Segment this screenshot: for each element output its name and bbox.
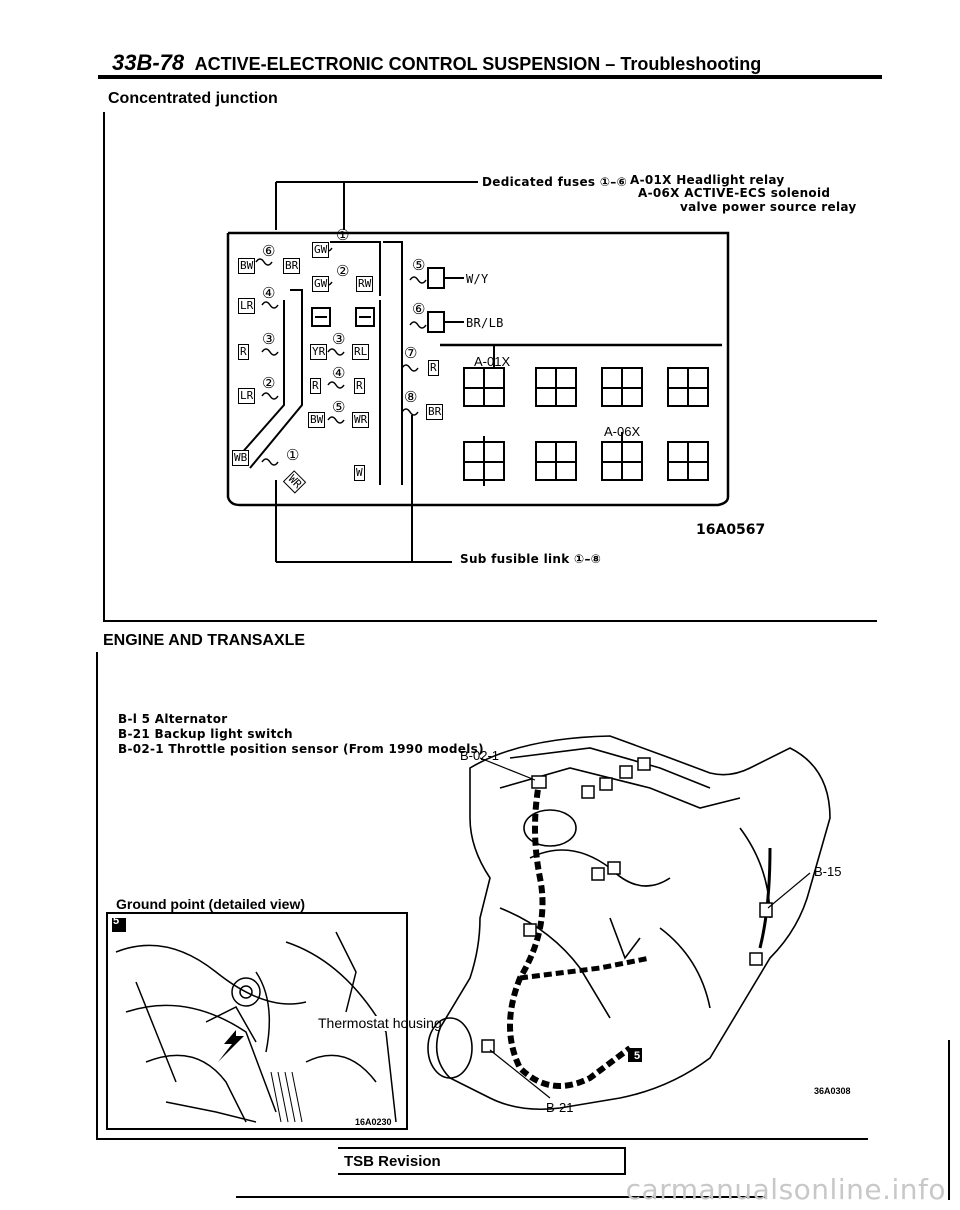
marker-5-icon	[112, 918, 126, 932]
fuse-6-number: ⑥	[412, 301, 426, 318]
connector-5-left-tag: BW	[308, 412, 326, 428]
connector-3b-right-tag: RL	[352, 344, 370, 360]
engine-section-title: ENGINE AND TRANSAXLE	[103, 632, 306, 649]
engine-figure-code: 36A0308	[814, 1086, 851, 1096]
connector-7-left-tag: R	[428, 360, 439, 376]
callout-dedicated-fuses: Dedicated fuses ①–⑥	[482, 175, 628, 189]
engine-detail-2	[499, 907, 611, 1019]
legend-b021: B-02-1 Throttle position sensor (From 19…	[118, 742, 484, 756]
junction-box-outline	[226, 233, 730, 507]
relay-a06x-label: A-06X	[604, 424, 641, 439]
wire-label-brlb: BR/LB	[466, 316, 504, 330]
callout-a06x-power-relay: valve power source relay	[680, 200, 857, 214]
junction-box-outline-top	[228, 231, 730, 497]
bus-bar-3	[249, 289, 303, 469]
connector-4-number: ④	[262, 285, 276, 302]
connector-6-right-tag: BR	[283, 258, 301, 274]
bus-bar-1	[330, 241, 381, 296]
bus-bar-2	[383, 241, 403, 485]
engine-left-rule	[96, 652, 98, 1138]
wire-label-wy: W/Y	[466, 272, 489, 286]
connector-2-left-tag: GW	[312, 276, 330, 292]
legend-b21: B-21 Backup light switch	[118, 727, 293, 741]
engine-outline	[435, 735, 831, 1111]
junction-figure-code: 16A0567	[696, 522, 766, 538]
relay-row-2	[463, 436, 709, 486]
connector-3b-number: ③	[332, 331, 346, 348]
callout-b15: B-15	[814, 864, 842, 879]
ground-point-caption: Ground point (detailed view)	[116, 896, 305, 912]
transaxle-flange	[427, 1017, 473, 1079]
fuse-block-1	[311, 307, 331, 327]
connector-2b-number: ②	[262, 375, 276, 392]
engine-detail-3	[659, 927, 711, 1009]
wiring-harness-branch	[519, 955, 651, 981]
engine-diagram	[427, 735, 831, 1111]
junction-section-title: Concentrated junction	[108, 90, 278, 107]
marker-5-detail-label: 5	[112, 915, 120, 927]
connector-8-number: ⑧	[404, 389, 418, 406]
callout-a01x-headlight-relay: A-01X Headlight relay	[630, 173, 785, 187]
detail-figure-code: 16A0230	[355, 1117, 392, 1127]
junction-diagram	[226, 181, 730, 563]
page-number: 33B-78	[112, 50, 185, 75]
ground-arrow-icon	[218, 1030, 244, 1062]
connector-7-number: ⑦	[404, 345, 418, 362]
header-rule	[98, 75, 882, 79]
marker-5-engine-icon	[628, 1048, 642, 1062]
connector-2b-left-tag: LR	[238, 388, 256, 404]
tag-wb: WB	[232, 450, 250, 466]
page-edge-rule	[948, 1040, 950, 1200]
fuse-slot-5	[427, 267, 445, 289]
connector-1b-number: ①	[286, 447, 300, 464]
footer-rule	[236, 1196, 766, 1198]
tag-w: W	[354, 465, 365, 481]
engine-cover-edge-2	[499, 767, 741, 809]
connector-1-number: ①	[336, 227, 350, 244]
tsb-revision-box: TSB Revision	[338, 1147, 626, 1175]
alternator-harness	[758, 847, 772, 949]
b15-leader	[767, 872, 811, 909]
thermostat-housing-label: Thermostat housing	[318, 1015, 442, 1031]
page-title: ACTIVE-ELECTRONIC CONTROL SUSPENSION – T…	[194, 54, 762, 74]
connector-4b-right-tag: R	[354, 378, 365, 394]
connector-3b-left-tag: YR	[310, 344, 328, 360]
fuse-block-2	[355, 307, 375, 327]
connector-3-left-tag: R	[238, 344, 249, 360]
fuse-slot-6	[427, 311, 445, 333]
connector-6-left-tag: BW	[238, 258, 256, 274]
connector-1-left-tag: GW	[312, 242, 330, 258]
callout-sub-fusible-link: Sub fusible link ①–⑧	[460, 552, 602, 566]
callout-a06x-solenoid: A-06X ACTIVE-ECS solenoid	[638, 186, 831, 200]
legend-b15: B-l 5 Alternator	[118, 712, 228, 726]
marker-5-engine-label: 5	[633, 1050, 641, 1062]
page-header: 33B-78 ACTIVE-ELECTRONIC CONTROL SUSPENS…	[112, 50, 761, 76]
relay-row-1	[463, 367, 709, 407]
callout-b21: B-21	[546, 1100, 574, 1115]
connector-4b-left-tag: R	[310, 378, 321, 394]
bus-bar-4	[239, 300, 285, 456]
callout-b021: B-02-1	[460, 748, 500, 763]
junction-bottom-rule	[103, 620, 877, 622]
harness-connectors	[481, 757, 773, 1053]
junction-left-rule	[103, 112, 105, 622]
relay-a01x-label: A-01X	[474, 354, 511, 369]
engine-bottom-rule	[96, 1138, 868, 1140]
connector-8-left-tag: BR	[426, 404, 444, 420]
connector-4-left-tag: LR	[238, 298, 256, 314]
engine-detail-4	[609, 917, 641, 960]
connector-2-right-tag: RW	[356, 276, 374, 292]
engine-cover-edge	[509, 747, 711, 789]
connector-4b-number: ④	[332, 365, 346, 382]
fuse-5-number: ⑤	[412, 257, 426, 274]
b021-leader	[479, 757, 536, 781]
engine-pulley	[523, 809, 577, 847]
connector-2-number: ②	[336, 263, 350, 280]
b21-leader	[489, 1049, 551, 1099]
connector-6-number: ⑥	[262, 243, 276, 260]
watermark-text: carmanualsonline.info	[625, 1173, 946, 1206]
connector-5-number: ⑤	[332, 399, 346, 416]
connector-5-right-tag: WR	[352, 412, 370, 428]
connector-3-number: ③	[262, 331, 276, 348]
